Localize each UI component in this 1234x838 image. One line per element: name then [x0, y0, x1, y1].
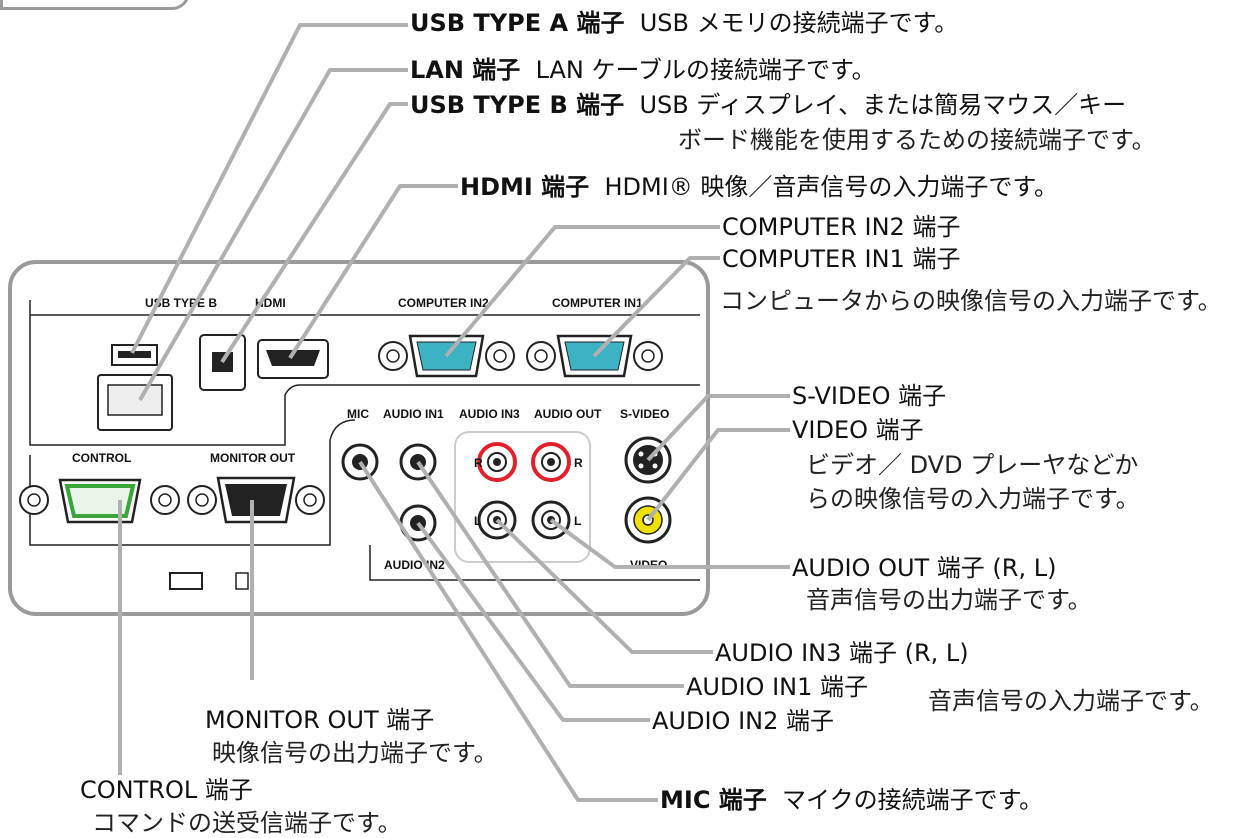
lan-callout: LAN 端子 LAN ケーブルの接続端子です。	[410, 55, 876, 85]
leader-usb-b	[220, 102, 408, 364]
audio-in3-callout: AUDIO IN3 端子 (R, L)	[715, 638, 969, 668]
hdmi-name: HDMI 端子	[460, 173, 590, 201]
computer-in2-name: COMPUTER IN2 端子	[722, 213, 961, 241]
panel-label-l-out: L	[574, 514, 581, 528]
leader-video	[646, 428, 790, 522]
panel-label-r-in3: R	[474, 456, 483, 470]
hdmi-callout: HDMI 端子 HDMI® 映像／音声信号の入力端子です。	[460, 172, 1058, 202]
mic-desc: マイクの接続端子です。	[782, 786, 1044, 814]
leader-mic	[358, 460, 658, 802]
control-desc: コマンドの送受信端子です。	[92, 809, 402, 837]
panel-divider-upper	[29, 300, 700, 446]
leader-lan	[138, 68, 408, 401]
audio-out-callout: AUDIO OUT 端子 (R, L)	[792, 553, 1056, 583]
s-video-name: S-VIDEO 端子	[792, 382, 947, 410]
usb-type-b-desc-1: USB ディスプレイ、または簡易マウス／キー	[639, 91, 1127, 119]
monitor-out-name: MONITOR OUT 端子	[205, 706, 435, 734]
computer-in2-callout: COMPUTER IN2 端子	[722, 212, 960, 242]
mic-callout: MIC 端子 マイクの接続端子です。	[660, 785, 1043, 815]
audio-in2-name: AUDIO IN2 端子	[652, 707, 834, 735]
video-desc-2: らの映像信号の入力端子です。	[806, 485, 1140, 513]
mic-name: MIC 端子	[660, 786, 767, 814]
computer-in1-desc: コンピュータからの映像信号の入力端子です。	[720, 287, 1222, 315]
audio-in1-desc: 音声信号の入力端子です。	[928, 687, 1214, 715]
leader-hdmi	[288, 184, 458, 360]
audio-in1-callout: AUDIO IN1 端子	[686, 672, 868, 702]
leader-computer-in2	[444, 225, 720, 358]
audio-out-r-jack	[531, 442, 571, 482]
leader-audio-out	[549, 518, 790, 569]
leader-audio-in1	[416, 460, 684, 688]
control-callout: CONTROL 端子	[80, 775, 253, 805]
audio-group-outline	[454, 431, 591, 563]
panel-label-audio-in3: AUDIO IN3	[459, 407, 520, 421]
hdmi-jack	[266, 350, 320, 366]
monitor-out-callout: MONITOR OUT 端子	[205, 705, 434, 735]
computer-in1-name: COMPUTER IN1 端子	[722, 245, 961, 273]
audio-in1-name: AUDIO IN1 端子	[686, 673, 868, 701]
panel-label-audio-out: AUDIO OUT	[534, 407, 602, 421]
leader-usb-a	[130, 23, 408, 354]
video-desc-1: ビデオ／ DVD プレーヤなどか	[806, 451, 1139, 479]
leader-s-video	[646, 394, 790, 462]
panel-label-control: CONTROL	[72, 451, 131, 465]
panel-divider-bottom	[369, 545, 700, 581]
panel-label-s-video: S-VIDEO	[620, 407, 669, 421]
audio-in3-name: AUDIO IN3 端子 (R, L)	[715, 639, 969, 667]
panel-label-computer-in2: COMPUTER IN2	[398, 296, 489, 310]
leader-lines	[118, 23, 790, 802]
audio-in2-callout: AUDIO IN2 端子	[652, 706, 834, 736]
hdmi-desc: HDMI® 映像／音声信号の入力端子です。	[604, 173, 1058, 201]
usb-type-a-name: USB TYPE A 端子	[410, 9, 625, 37]
usb-type-b-name: USB TYPE B 端子	[410, 91, 625, 119]
lan-name: LAN 端子	[410, 56, 521, 84]
control-port	[19, 478, 180, 524]
panel-label-mic: MIC	[347, 407, 369, 421]
panel-label-audio-in1: AUDIO IN1	[383, 407, 444, 421]
lan-desc: LAN ケーブルの接続端子です。	[535, 56, 876, 84]
usb-type-b-desc-2: ボード機能を使用するための接続端子です。	[678, 126, 1156, 154]
video-callout: VIDEO 端子	[792, 415, 924, 445]
leader-computer-in1	[592, 256, 720, 358]
s-video-callout: S-VIDEO 端子	[792, 381, 946, 411]
video-name: VIDEO 端子	[792, 416, 924, 444]
monitor-out-desc: 映像信号の出力端子です。	[212, 739, 498, 767]
usb-type-a-callout: USB TYPE A 端子 USB メモリの接続端子です。	[410, 8, 958, 38]
leader-audio-in3	[495, 518, 713, 654]
usb-type-b-callout: USB TYPE B 端子 USB ディスプレイ、または簡易マウス／キー	[410, 90, 1126, 120]
monitor-out-port	[187, 476, 325, 524]
usb-type-a-desc: USB メモリの接続端子です。	[639, 9, 959, 37]
leader-audio-in2	[416, 521, 650, 722]
panel-label-audio-in2: AUDIO IN2	[384, 558, 445, 572]
lock-icon	[235, 572, 249, 590]
panel-label-l-in3: L	[474, 514, 481, 528]
lan-jack	[107, 384, 163, 416]
panel-divider-lower	[29, 419, 356, 546]
usb-a-slot	[118, 351, 151, 358]
panel-label-computer-in1: COMPUTER IN1	[552, 296, 643, 310]
security-slot	[169, 572, 203, 590]
audio-in3-r-jack	[477, 442, 517, 482]
panel-label-monitor-out: MONITOR OUT	[210, 451, 296, 465]
control-name: CONTROL 端子	[80, 776, 253, 804]
panel-label-r-out: R	[574, 456, 583, 470]
computer-in1-callout: COMPUTER IN1 端子	[722, 244, 960, 274]
audio-out-desc: 音声信号の出力端子です。	[806, 586, 1092, 614]
audio-out-name: AUDIO OUT 端子 (R, L)	[792, 554, 1057, 582]
